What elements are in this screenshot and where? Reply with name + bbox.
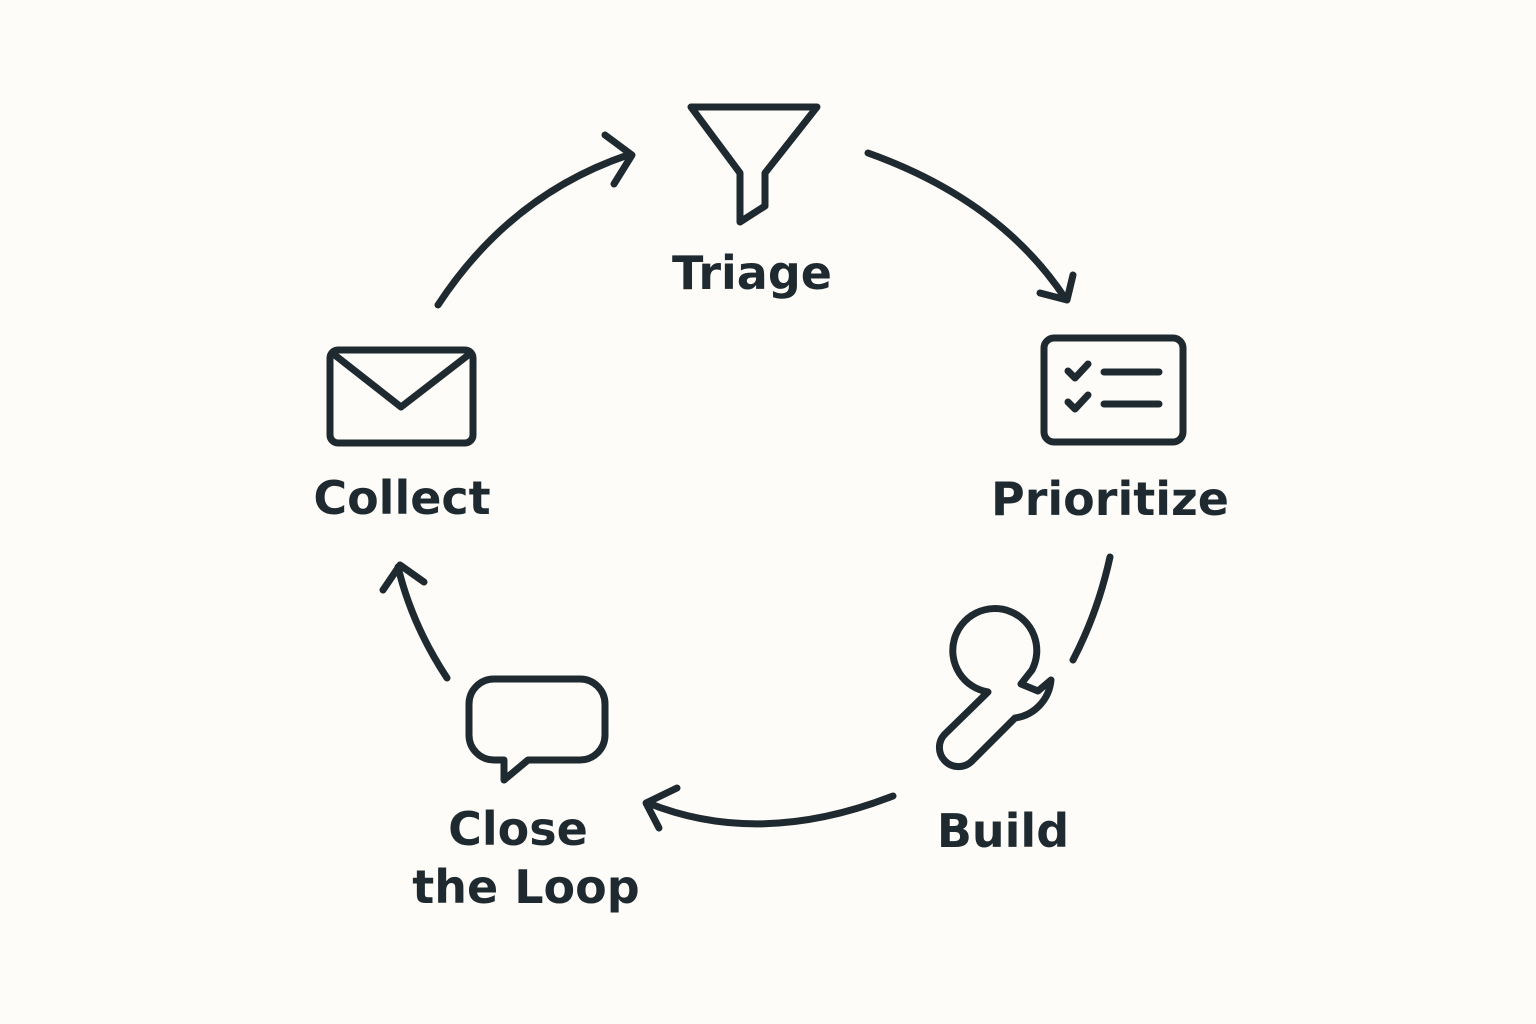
step-triage: Triage	[672, 103, 832, 300]
step-build: Build	[935, 605, 1069, 858]
arrow-build-to-close-the-loop	[642, 784, 897, 832]
wrench-icon	[935, 605, 1055, 771]
step-label-line: Prioritize	[991, 472, 1229, 526]
step-label: Close the Loop	[412, 802, 639, 914]
step-label: Collect	[313, 471, 490, 525]
arrow-close-the-loop-to-collect	[379, 561, 451, 682]
chat-bubble-icon	[465, 675, 609, 784]
step-collect: Collect	[313, 346, 491, 525]
arrow-collect-to-triage	[434, 131, 636, 309]
step-label-line: Triage	[672, 246, 832, 300]
step-label: Build	[937, 804, 1069, 858]
checklist-icon	[1040, 334, 1187, 446]
step-label: Prioritize	[991, 472, 1229, 526]
step-label-line: the Loop	[412, 860, 639, 914]
step-prioritize: Prioritize	[991, 334, 1229, 526]
funnel-icon	[687, 103, 821, 226]
arrow-prioritize-to-build	[1069, 553, 1114, 664]
step-label-line: Build	[937, 804, 1069, 858]
step-label-line: Collect	[313, 471, 490, 525]
step-label: Triage	[672, 246, 832, 300]
step-label-line: Close	[448, 802, 588, 856]
step-close-the-loop: Close the Loop	[412, 675, 640, 914]
arrow-triage-to-prioritize	[864, 149, 1077, 304]
envelope-icon	[326, 346, 477, 447]
